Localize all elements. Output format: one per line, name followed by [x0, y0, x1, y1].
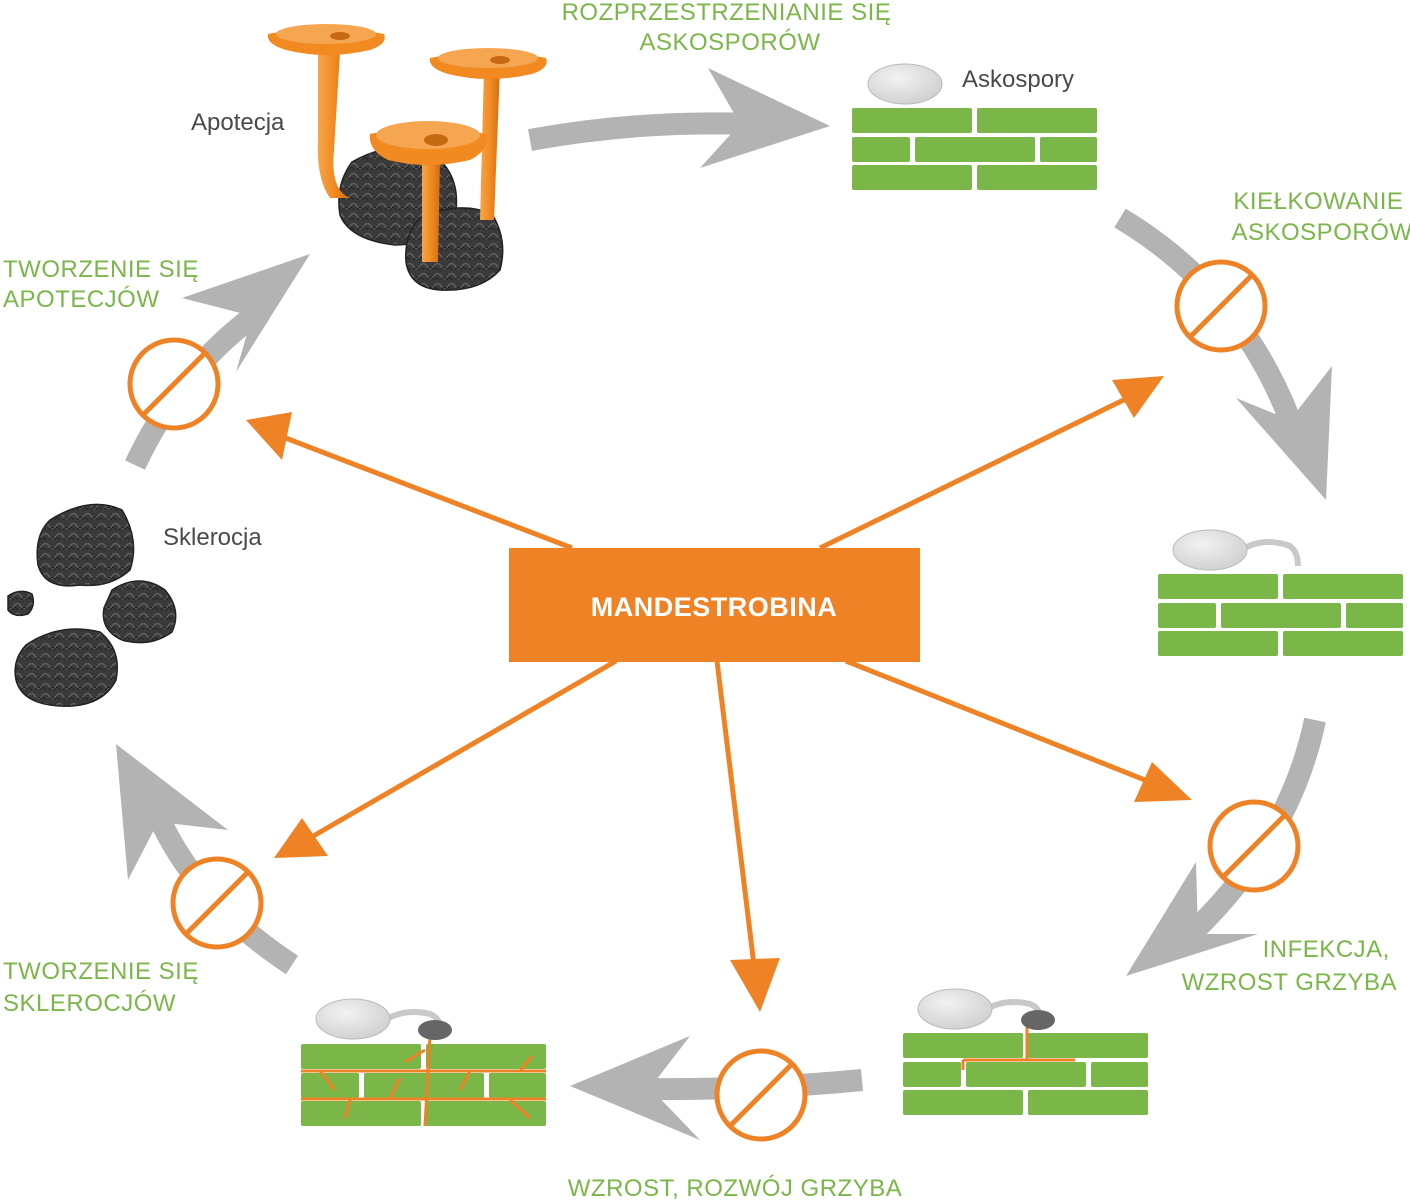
plant-tissue-icon: [903, 1033, 1148, 1115]
prohibition-icon: [127, 337, 221, 431]
sclerotium-icon: [7, 590, 35, 617]
prohibition-icon: [1174, 259, 1268, 353]
apothecium-icon: [267, 24, 385, 55]
arrowhead-orange: [274, 818, 328, 858]
object-label-apothecia: Apotecja: [191, 109, 285, 136]
stage-label-infection: INFEKCJA, WZROST GRZYBA: [1182, 936, 1397, 996]
center-box-bg: [509, 548, 920, 662]
cycle-arrowheads: [116, 68, 1332, 1140]
hyphae: [961, 1024, 1075, 1070]
action-arrow-sclerotia: [294, 658, 618, 849]
action-arrow-germination: [818, 389, 1142, 551]
apothecium-icon: [422, 160, 440, 262]
arrowhead-orange: [1112, 376, 1164, 418]
apothecia-group: [267, 24, 547, 291]
arrowhead-germination: [1236, 366, 1332, 500]
arrowhead-apothecia: [182, 254, 310, 372]
ascospore-icon: [917, 988, 1055, 1030]
ascospore-icon: [1172, 529, 1301, 571]
sclerotium-icon: [36, 503, 135, 587]
stage-label-apothecia-formation: TWORZENIE SIĘ APOTECJÓW: [3, 256, 206, 313]
arrowhead-spread: [700, 68, 830, 168]
apothecium-icon: [480, 68, 500, 220]
prohibition-icons: [127, 259, 1301, 1142]
action-arrow-infection: [845, 658, 1171, 793]
action-arrow-growth: [714, 660, 760, 991]
object-label-ascospores: Askospory: [962, 66, 1074, 93]
hyphae: [301, 1034, 546, 1127]
object-label-sclerotia: Sklerocja: [163, 524, 262, 551]
prohibition-icon: [1207, 799, 1301, 893]
cycle-arrow-spread: [528, 112, 751, 151]
arrowhead-growth: [570, 1036, 700, 1140]
action-arrows: [269, 389, 1171, 991]
stage-label-sclerotia-formation: TWORZENIE SIĘ SKLEROCJÓW: [3, 958, 206, 1017]
prohibition-icon: [170, 856, 264, 950]
ascospore-icon: [867, 63, 943, 105]
center-box: MANDESTROBINA: [509, 548, 920, 662]
sclerotium-icon: [405, 207, 504, 291]
prohibition-icon: [714, 1048, 808, 1142]
apothecium-icon: [369, 121, 487, 165]
arrowhead-orange: [246, 412, 292, 460]
sclerotia-group: [7, 503, 177, 707]
ascospore-icon: [315, 998, 452, 1040]
arrowhead-orange: [1134, 762, 1192, 802]
action-arrowheads: [246, 376, 1192, 1012]
sclerotium-icon: [102, 580, 177, 644]
plant-tissue-icon: [852, 108, 1097, 190]
stage-label-ascospore-spread: ROZPRZESTRZENIANIE SIĘ ASKOSPORÓW: [562, 0, 899, 56]
stage-label-ascospore-germination: KIEŁKOWANIE ASKOSPORÓW: [1231, 188, 1410, 246]
plant-tissue-icon: [301, 1044, 546, 1126]
apothecium-icon: [429, 48, 547, 79]
arrowhead-sclerotia: [116, 744, 228, 880]
arrowhead-infection: [1126, 862, 1258, 976]
stage-label-growth: WZROST, ROZWÓJ GRZYBA: [568, 1175, 903, 1201]
apothecium-icon: [317, 52, 350, 198]
center-label: MANDESTROBINA: [591, 592, 838, 622]
action-arrow-apothecia: [269, 429, 573, 551]
arrowhead-orange: [730, 958, 780, 1012]
plant-tissue-icon: [1158, 574, 1403, 656]
sclerotium-icon: [14, 628, 118, 707]
